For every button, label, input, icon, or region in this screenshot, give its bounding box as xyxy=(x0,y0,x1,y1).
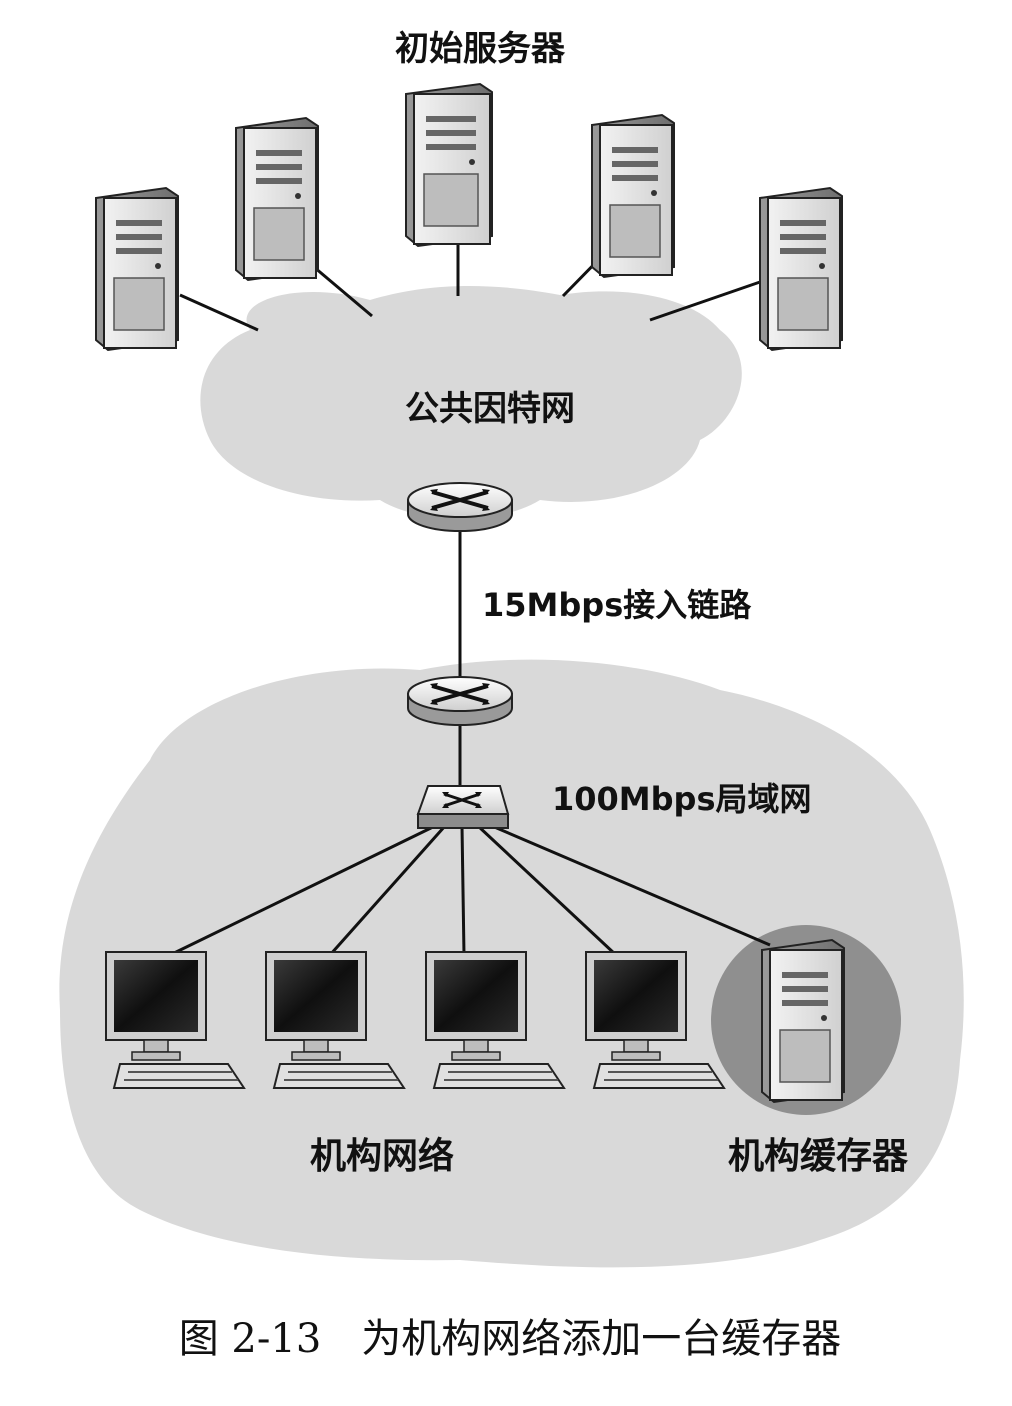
server-links xyxy=(179,240,761,332)
server-5 xyxy=(759,186,843,352)
lan-links xyxy=(169,824,771,957)
label-institutional-cache: 机构缓存器 xyxy=(728,1136,909,1177)
server-2 xyxy=(235,116,319,282)
figure-caption: 图 2-13 为机构网络添加一台缓存器 xyxy=(179,1316,842,1362)
server-4 xyxy=(591,113,675,279)
cache-server xyxy=(761,938,845,1104)
label-access-link: 15Mbps接入链路 xyxy=(482,586,752,624)
server-3 xyxy=(405,82,493,248)
label-institutional-network: 机构网络 xyxy=(310,1135,454,1177)
workstation-3 xyxy=(425,951,566,1089)
label-lan: 100Mbps局域网 xyxy=(552,780,812,818)
label-origin-servers: 初始服务器 xyxy=(395,29,566,69)
institutional-router-icon xyxy=(407,676,513,726)
label-public-internet: 公共因特网 xyxy=(405,389,575,429)
public-router-icon xyxy=(407,482,513,532)
workstation-2 xyxy=(265,951,406,1089)
lan-switch-icon xyxy=(416,785,510,829)
public-internet-cloud xyxy=(200,285,742,519)
workstation-4 xyxy=(585,951,726,1089)
workstation-1 xyxy=(105,951,246,1089)
server-1 xyxy=(95,186,179,352)
